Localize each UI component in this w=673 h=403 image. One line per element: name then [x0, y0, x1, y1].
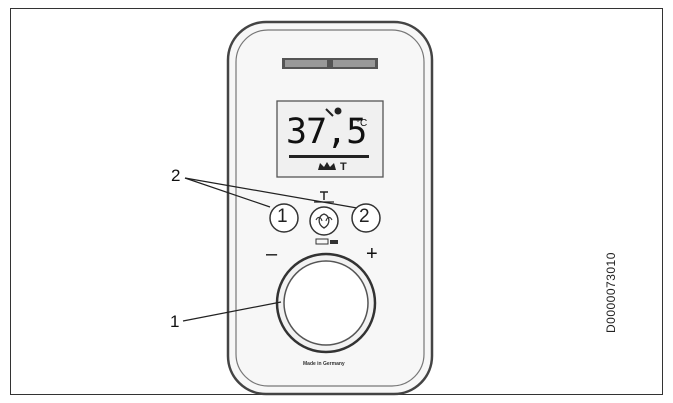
eco-sub-label-icon	[315, 238, 338, 245]
callout-label-1: 1	[170, 312, 180, 331]
center-marker-icon	[314, 191, 334, 203]
svg-text:T: T	[340, 161, 347, 173]
brand-logo	[282, 58, 378, 69]
eco-leaf-icon	[315, 213, 333, 229]
memory-button-2-label: 2	[359, 206, 370, 227]
minus-sign: –	[266, 243, 278, 265]
temperature-unit: °C	[356, 118, 368, 129]
shower-icon	[325, 107, 342, 117]
plus-sign: +	[366, 243, 378, 265]
document-id: D0000073010	[604, 252, 618, 333]
callout-2-leader-right	[184, 177, 358, 209]
eco-button	[309, 206, 339, 236]
callout-2-leader-left	[184, 177, 271, 208]
memory-button-1-label: 1	[277, 206, 288, 227]
thermometer-icon: T	[340, 161, 347, 173]
temperature-readout: 37,5	[286, 112, 367, 152]
rotary-knob-inner	[283, 260, 369, 346]
memory-button-1	[269, 203, 299, 233]
lcd-underline	[289, 155, 369, 158]
device-inner-edge	[235, 29, 425, 387]
crown-icon	[318, 162, 336, 170]
callout-label-2: 2	[171, 166, 181, 185]
made-in-germany-text: Made in Germany	[303, 361, 345, 367]
memory-button-2	[351, 203, 381, 233]
callout-1-leader	[182, 301, 282, 322]
